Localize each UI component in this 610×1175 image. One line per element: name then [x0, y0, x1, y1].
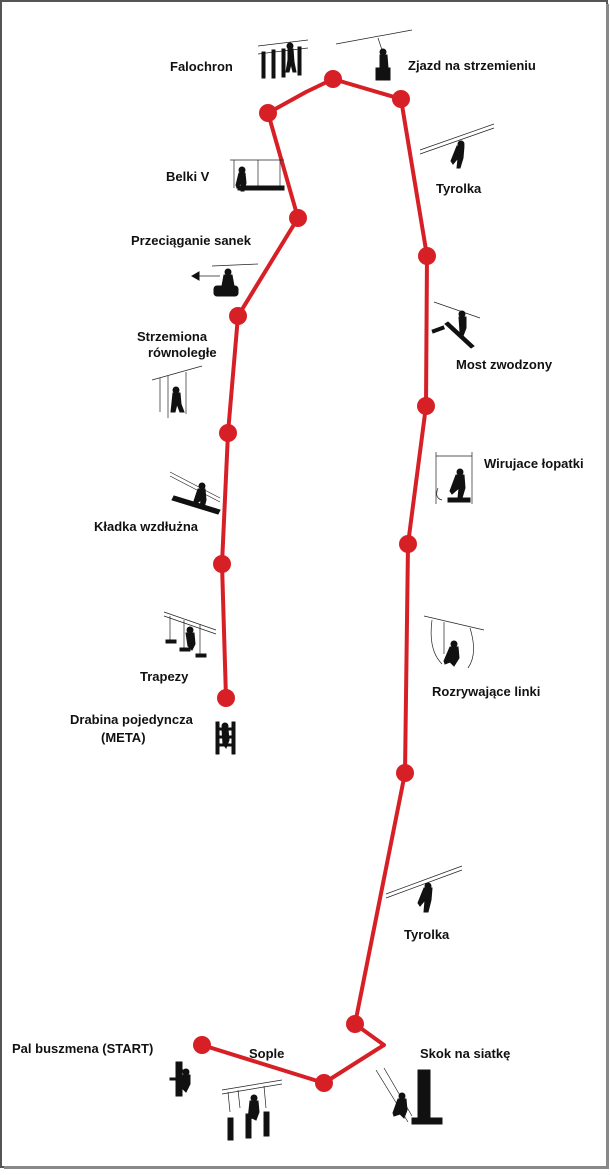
- map-border-shadow: [606, 4, 609, 1169]
- breakwater-icon: [257, 39, 309, 79]
- route-node: [418, 247, 436, 265]
- route-node: [259, 104, 277, 122]
- route-node: [229, 307, 247, 325]
- route-node: [219, 424, 237, 442]
- station-label-pal-buszmena: Pal buszmena (START): [12, 1041, 153, 1056]
- station-label-tyrolka-bottom: Tyrolka: [404, 927, 450, 942]
- station-label-trapezy: Trapezy: [140, 669, 189, 684]
- station-label-skok-na-siatke: Skok na siatkę: [420, 1046, 510, 1061]
- zipline-icon: [385, 865, 463, 913]
- v-beams-icon: [230, 159, 285, 192]
- net-jump-icon: [375, 1067, 443, 1125]
- route-node: [399, 535, 417, 553]
- route-node: [193, 1036, 211, 1054]
- route-node: [213, 555, 231, 573]
- station-label-meta: (META): [101, 730, 146, 745]
- station-label-falochron: Falochron: [170, 59, 233, 74]
- drawbridge-icon: [431, 301, 481, 349]
- station-label-sople: Sople: [249, 1046, 284, 1061]
- map-border-shadow-bottom: [4, 1166, 609, 1169]
- route-node: [315, 1074, 333, 1092]
- longitudinal-walkway-icon: [169, 471, 221, 515]
- station-label-kladka-wzdluzna: Kładka wzdłużna: [94, 519, 199, 534]
- station-label-most-zwodzony: Most zwodzony: [456, 357, 553, 372]
- station-label-rozrywajace-linki: Rozrywające linki: [432, 684, 540, 699]
- sled-pulling-icon: [190, 263, 259, 297]
- route-node: [289, 209, 307, 227]
- station-label-belki-v: Belki V: [166, 169, 210, 184]
- zipline-icon: [419, 123, 495, 169]
- route-node: [392, 90, 410, 108]
- route-node: [417, 397, 435, 415]
- station-label-rownolegle: równoległe: [148, 345, 217, 360]
- stirrup-descent-icon: [335, 29, 413, 81]
- route-node: [324, 70, 342, 88]
- station-label-strzemiona: Strzemiona: [137, 329, 208, 344]
- spinning-paddles-icon: [435, 452, 473, 504]
- station-label-przeciaganie-sanek: Przeciąganie sanek: [131, 233, 252, 248]
- route-node: [217, 689, 235, 707]
- station-label-tyrolka-top: Tyrolka: [436, 181, 482, 196]
- station-label-zjazd-na-strzemieniu: Zjazd na strzemieniu: [408, 58, 536, 73]
- bushman-pole-icon: [169, 1061, 191, 1097]
- station-label-wirujace-lopatki: Wirujace łopatki: [484, 456, 584, 471]
- route-node: [396, 764, 414, 782]
- icicles-icon: [221, 1079, 283, 1141]
- station-label-drabina-pojedyncza: Drabina pojedyncza: [70, 712, 194, 727]
- breaking-ropes-icon: [423, 615, 485, 669]
- parallel-stirrups-icon: [151, 365, 203, 418]
- route-node: [346, 1015, 364, 1033]
- single-ladder-icon: [215, 721, 236, 755]
- trapeze-icon: [163, 611, 217, 658]
